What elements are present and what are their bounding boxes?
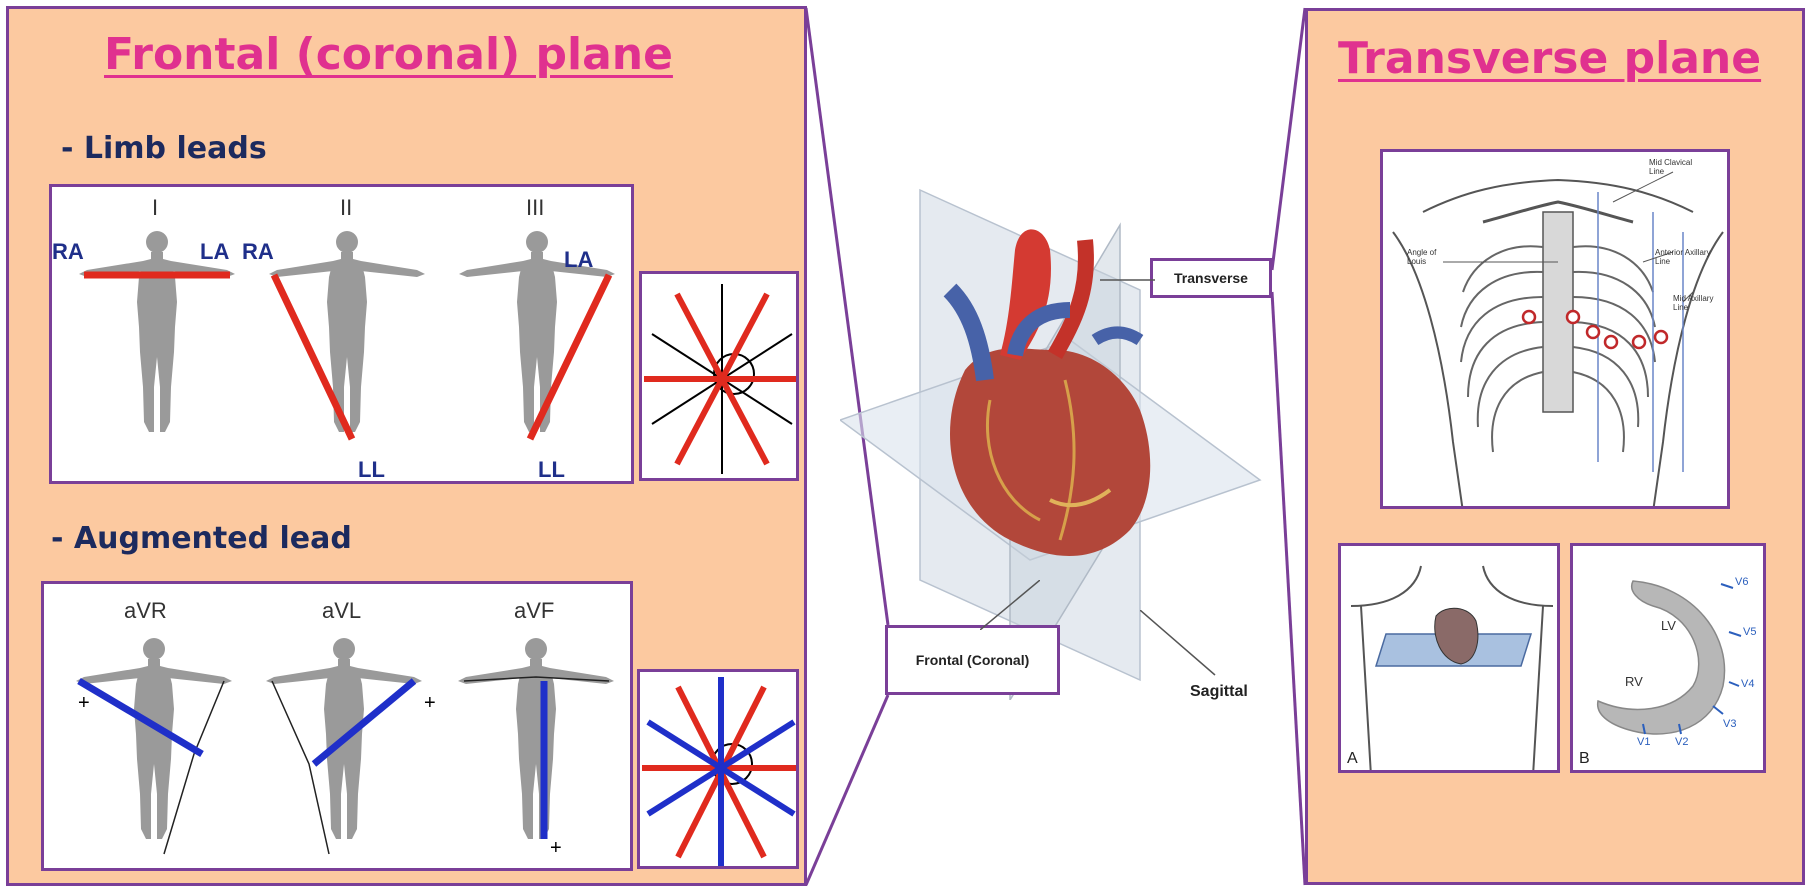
v3-label: V3 [1723, 718, 1736, 730]
frontal-pointer-line [980, 580, 1040, 630]
transverse-pointer-line [1100, 270, 1155, 290]
transverse-section-figure-a: A [1338, 543, 1560, 773]
rv-label: RV [1625, 674, 1643, 689]
chest-lead-placement-figure: Mid Clavical Line Angle of Louis Anterio… [1380, 149, 1730, 509]
transverse-plane-title: Transverse plane [1338, 33, 1761, 84]
v4-label: V4 [1741, 678, 1754, 690]
sagittal-label: Sagittal [1190, 683, 1248, 701]
mid-clavicular-label: Mid Clavical Line [1649, 158, 1709, 176]
transverse-callout: Transverse [1150, 258, 1272, 298]
transverse-section-figure-b: LV RV V6 V5 V4 V3 V2 V1 B [1570, 543, 1766, 773]
v6-label: V6 [1735, 576, 1748, 588]
anterior-axillary-label: Anterior Axillary Line [1655, 248, 1727, 266]
angle-of-louis-label: Angle of Louis [1407, 248, 1447, 266]
mid-axillary-label: Mid Axillary Line [1673, 294, 1725, 312]
sagittal-pointer-line [1140, 610, 1220, 680]
lv-label: LV [1661, 618, 1676, 633]
panel-a-label: A [1347, 750, 1358, 768]
v2-label: V2 [1675, 736, 1688, 748]
transverse-plane-panel: Transverse plane [1305, 8, 1805, 885]
v5-label: V5 [1743, 626, 1756, 638]
v1-label: V1 [1637, 736, 1650, 748]
panel-b-label: B [1579, 750, 1590, 768]
frontal-coronal-callout: Frontal (Coronal) [885, 625, 1060, 695]
